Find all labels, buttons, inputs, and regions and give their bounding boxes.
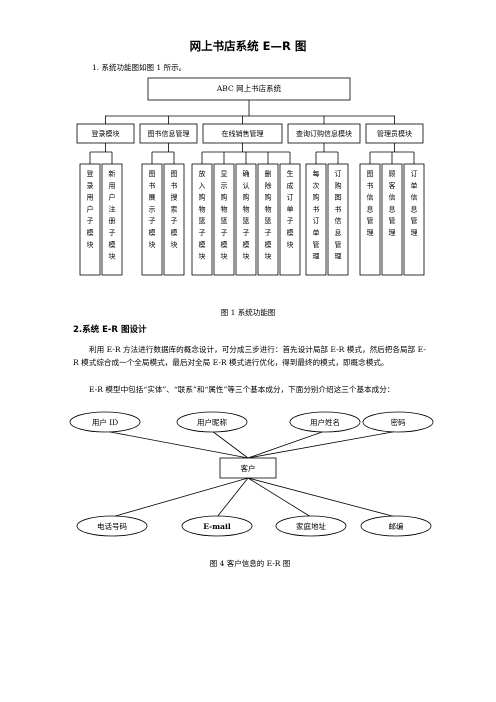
module-label: 登录模块 (92, 129, 120, 138)
submodule-box (279, 163, 301, 276)
attribute-label: E-mail (203, 522, 231, 531)
attribute-ellipse (275, 515, 347, 537)
submodule-label: 新用户注册子模块 (109, 169, 116, 261)
attribute-ellipse (181, 515, 253, 537)
entity-label: 客户 (241, 463, 256, 473)
module-label: 查询订购信息模块 (296, 129, 352, 138)
submodule-label: 放入购物篮子模块 (199, 169, 206, 261)
submodule-label: 订购图书信息管理 (335, 169, 342, 261)
er-connector (216, 477, 249, 518)
er-connector (247, 477, 397, 518)
attribute-label: 用户 ID (92, 417, 118, 427)
submodule-label: 确认购物篮子模块 (243, 169, 250, 261)
attribute-label: 家庭地址 (296, 521, 326, 531)
submodule-label: 登录用户子模块 (87, 169, 94, 249)
module-label: 管理员模块 (377, 129, 412, 138)
module-label: 在线销售管理 (222, 129, 264, 138)
submodule-label: 生成订单子模块 (287, 169, 294, 249)
paragraph-erd-components: E-R 模型中包括“实体”、“联系”和“属性”等三个基本成分，下面分别介绍这三个… (89, 385, 395, 394)
submodule-box (403, 163, 425, 276)
attribute-label: 用户姓名 (310, 417, 340, 427)
section-heading: 2.系统 E-R 图设计 (73, 325, 147, 335)
submodule-box (191, 163, 213, 276)
er-connector (247, 477, 312, 518)
submodule-label: 每次购书订单管理 (313, 169, 320, 261)
submodule-box (213, 163, 235, 276)
er-connector (247, 430, 399, 459)
doc-title: 网上书店系统 E—R 图 (189, 39, 307, 53)
entity-box (219, 457, 277, 479)
attribute-ellipse (176, 411, 248, 433)
attribute-label: 密码 (391, 417, 406, 427)
submodule-label: 订单信息管理 (411, 169, 418, 237)
submodule-box (327, 163, 349, 276)
attribute-ellipse (76, 515, 148, 537)
submodule-box (257, 163, 279, 276)
submodule-label: 图书信息管理 (367, 170, 374, 237)
er-connector (104, 430, 249, 459)
er-connector (111, 477, 249, 518)
figure4-caption: 图 4 客户信息的 E-R 图 (209, 559, 291, 568)
submodule-box (141, 163, 163, 276)
attribute-ellipse (360, 515, 432, 537)
submodule-box (359, 163, 381, 276)
attribute-ellipse (362, 411, 434, 433)
paragraph-erd-method: 利用 E-R 方法进行数据库的概念设计，可分成三步进行：首先设计局部 E-R 模… (73, 345, 426, 367)
submodule-box (235, 163, 257, 276)
attribute-ellipse (289, 411, 361, 433)
root-label: ABC 网上书店系统 (216, 83, 282, 93)
submodule-box (79, 163, 101, 276)
attribute-label: 电话号码 (97, 521, 127, 531)
figure1-caption: 图 1 系统功能图 (220, 308, 276, 317)
module-label: 图书信息管理 (148, 129, 190, 138)
submodule-box (305, 163, 327, 276)
submodule-label: 显示购物篮子模块 (221, 170, 228, 261)
submodule-label: 图书搜索子模块 (171, 170, 178, 249)
intro-line: 1. 系统功能图如图 1 所示。 (92, 63, 187, 72)
attribute-label: 邮编 (389, 521, 404, 531)
submodule-box (163, 163, 185, 276)
submodule-box (381, 163, 403, 276)
attribute-label: 用户昵称 (197, 417, 227, 427)
submodule-box (101, 163, 123, 276)
submodule-label: 顾客信息管理 (389, 170, 396, 237)
submodule-label: 删除购物篮子模块 (265, 169, 272, 261)
submodule-label: 图书展示子模块 (149, 170, 156, 249)
er-connector (247, 430, 326, 459)
er-connector (211, 430, 249, 459)
attribute-ellipse (69, 411, 141, 433)
